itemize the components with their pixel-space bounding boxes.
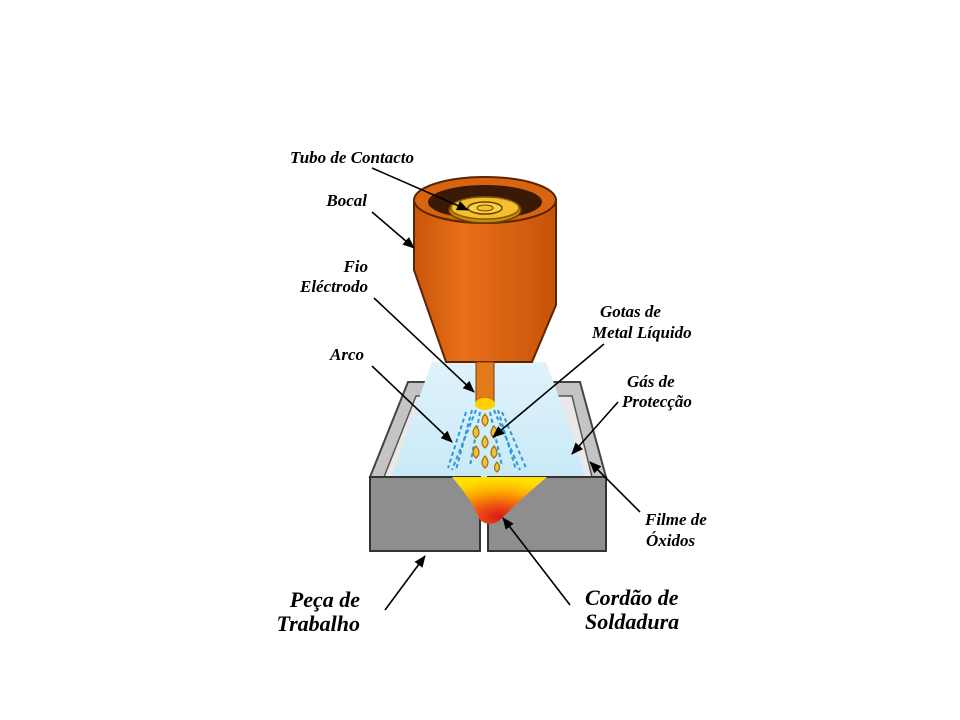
- label-gotas-line1: Gotas de: [600, 302, 661, 321]
- leader-filme: [589, 461, 641, 513]
- leader-arco: [371, 365, 453, 443]
- weld-bead: [452, 477, 547, 524]
- label-tubo-contacto: Tubo de Contacto: [290, 148, 414, 167]
- label-gotas-line2: Metal Líquido: [591, 323, 692, 342]
- leader-gotas: [492, 343, 605, 438]
- label-gas-line2: Protecção: [621, 392, 692, 411]
- leader-gas: [571, 401, 619, 455]
- leader-bocal: [371, 211, 415, 249]
- label-fio-line1: Fio: [342, 257, 368, 276]
- label-arco: Arco: [329, 345, 364, 364]
- wire-electrode: [475, 361, 495, 410]
- leader-fio: [373, 297, 475, 393]
- label-cordao-line1: Cordão de: [585, 585, 679, 610]
- leader-cordao: [502, 517, 571, 606]
- label-bocal: Bocal: [325, 191, 367, 210]
- label-peca-line1: Peça de: [289, 587, 360, 612]
- label-gas-line1: Gás de: [627, 372, 675, 391]
- label-filme-line1: Filme de: [644, 510, 707, 529]
- label-cordao-line2: Soldadura: [585, 609, 679, 634]
- arc: [447, 409, 527, 471]
- label-fio-line2: Eléctrodo: [299, 277, 368, 296]
- leader-lines: [371, 167, 641, 611]
- label-peca-line2: Trabalho: [276, 611, 360, 636]
- contact-tube: [448, 196, 522, 224]
- label-filme-line2: Óxidos: [646, 531, 696, 550]
- leader-tubo: [371, 167, 469, 211]
- leader-peca: [384, 555, 426, 611]
